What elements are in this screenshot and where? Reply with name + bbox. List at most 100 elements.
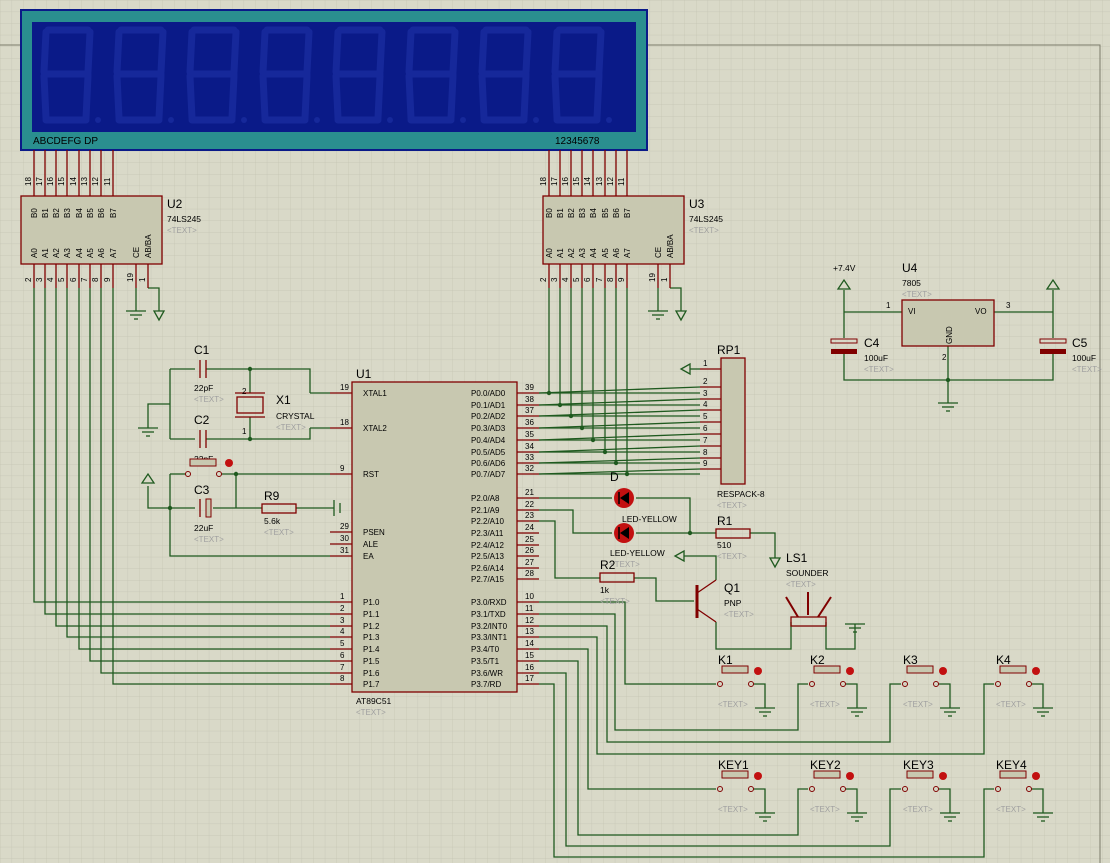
display-segment (551, 72, 561, 122)
key-button[interactable] (906, 665, 934, 674)
u2-a-pin-number: 2 (24, 277, 33, 282)
u4-vo-label: VO (975, 307, 987, 316)
u2-a-pin-label: A7 (109, 248, 118, 258)
u2-b-pin-label: B1 (41, 208, 50, 218)
wire (538, 445, 701, 453)
u1-right-pin-number: 38 (525, 395, 534, 404)
u1-left-pin-number: 29 (340, 522, 349, 531)
u3-a-pin-number: 8 (606, 277, 615, 282)
u2-a-pin-number: 9 (103, 277, 112, 282)
u1-right-pin-label: P0.4/AD4 (471, 436, 506, 445)
c5-plate (1040, 349, 1066, 354)
key-indicator (754, 667, 762, 675)
u1-body[interactable] (351, 381, 518, 693)
wire (206, 428, 311, 440)
u1-right-pin-label: P0.0/AD0 (471, 389, 506, 398)
display-segment (593, 72, 603, 122)
key-ref: KEY1 (718, 758, 749, 772)
u1-right-pin-label: P0.1/AD1 (471, 401, 506, 410)
display-segment (551, 28, 561, 76)
u3-a-pin-label: A1 (556, 248, 565, 258)
u1-left-pin-number: 7 (340, 663, 345, 672)
rp1-body[interactable] (720, 357, 746, 485)
u1-right-pin-label: P3.4/T0 (471, 645, 500, 654)
u2-b-pin-label: B3 (63, 208, 72, 218)
key-button[interactable] (906, 770, 934, 779)
u1-right-pin-label: P3.5/T1 (471, 657, 500, 666)
display-dig-pin-number: 18 (539, 177, 548, 186)
u1-right-pin-number: 23 (525, 511, 534, 520)
u2-b-pin-label: B0 (30, 208, 39, 218)
u1-right-pin-label: P2.1/A9 (471, 506, 500, 515)
c5-ref: C5 (1072, 336, 1088, 350)
u1-left-pin-label: ALE (363, 540, 378, 549)
reset-button-indicator (225, 459, 233, 467)
u3-body[interactable] (542, 195, 685, 265)
reset-button[interactable] (189, 458, 217, 467)
segment-label: ABCDEFG DP (33, 136, 98, 147)
wire (206, 368, 311, 393)
rp1-ref: RP1 (717, 343, 741, 357)
wire (684, 555, 717, 580)
u4-vin-arrow (836, 278, 852, 290)
display-segment (259, 72, 269, 122)
u3-b-pin-label: B7 (623, 208, 632, 218)
key-button[interactable] (721, 665, 749, 674)
u1-right-pin-label: P0.5/AD5 (471, 448, 506, 457)
u3-b-pin-label: B3 (578, 208, 587, 218)
u1-right-pin-number: 26 (525, 546, 534, 555)
u1-right-pin-label: P2.0/A8 (471, 494, 500, 503)
r2-body[interactable] (599, 572, 635, 583)
r9-body[interactable] (261, 503, 297, 514)
key-button[interactable] (813, 770, 841, 779)
u2-b-pin-label: B2 (52, 208, 61, 218)
u1-left-pin-label: PSEN (363, 528, 385, 537)
key-text: <TEXT> (996, 700, 1026, 709)
r1-body[interactable] (715, 528, 751, 539)
key-button[interactable] (999, 770, 1027, 779)
u1-text: <TEXT> (356, 708, 386, 717)
r2-value: 1k (600, 585, 610, 595)
u1-right-pin-label: P3.2/INT0 (471, 622, 508, 631)
display-segment (478, 72, 488, 122)
u1-right-pin-label: P2.3/A11 (471, 529, 504, 538)
x1-body[interactable] (236, 396, 264, 414)
display-segment (405, 28, 415, 76)
u1-right-pin-number: 39 (525, 383, 534, 392)
u4-body[interactable] (901, 299, 995, 347)
u2-a-pin-label: A2 (52, 248, 61, 258)
c5-value: 100uF (1072, 353, 1096, 363)
wire (750, 532, 776, 558)
r9-ref: R9 (264, 489, 280, 503)
d2-value: LED-YELLOW (610, 548, 665, 558)
u2-body[interactable] (20, 195, 163, 265)
u2-ce-pin-number: 19 (126, 273, 135, 282)
u2-a-pin-label: A0 (30, 248, 39, 258)
rp1-pin-number: 9 (703, 459, 708, 468)
u4-supply-label: +7.4V (833, 263, 856, 273)
wire (753, 788, 766, 813)
c3-value: 22uF (194, 523, 213, 533)
r9-text: <TEXT> (264, 528, 294, 537)
key-text: <TEXT> (718, 700, 748, 709)
key-text: <TEXT> (810, 805, 840, 814)
key-ref: KEY3 (903, 758, 934, 772)
wire (636, 497, 691, 533)
u3-a-pin-number: 9 (617, 277, 626, 282)
key-indicator (1032, 667, 1040, 675)
u2-a-pin-number: 6 (69, 277, 78, 282)
u2-ab-label: AB/BA (144, 234, 153, 258)
u3-value: 74LS245 (689, 214, 723, 224)
ls1-body[interactable] (790, 616, 827, 627)
u4-pin1: 1 (886, 301, 891, 310)
key-button[interactable] (721, 770, 749, 779)
key-button[interactable] (813, 665, 841, 674)
display-dig-pin-number: 14 (583, 177, 592, 186)
key-button[interactable] (999, 665, 1027, 674)
display-dp (460, 117, 466, 123)
rp1-text: <TEXT> (717, 501, 747, 510)
u3-b-pin-label: B0 (545, 208, 554, 218)
u3-a-pin-label: A7 (623, 248, 632, 258)
u2-a-pin-number: 3 (35, 277, 44, 282)
